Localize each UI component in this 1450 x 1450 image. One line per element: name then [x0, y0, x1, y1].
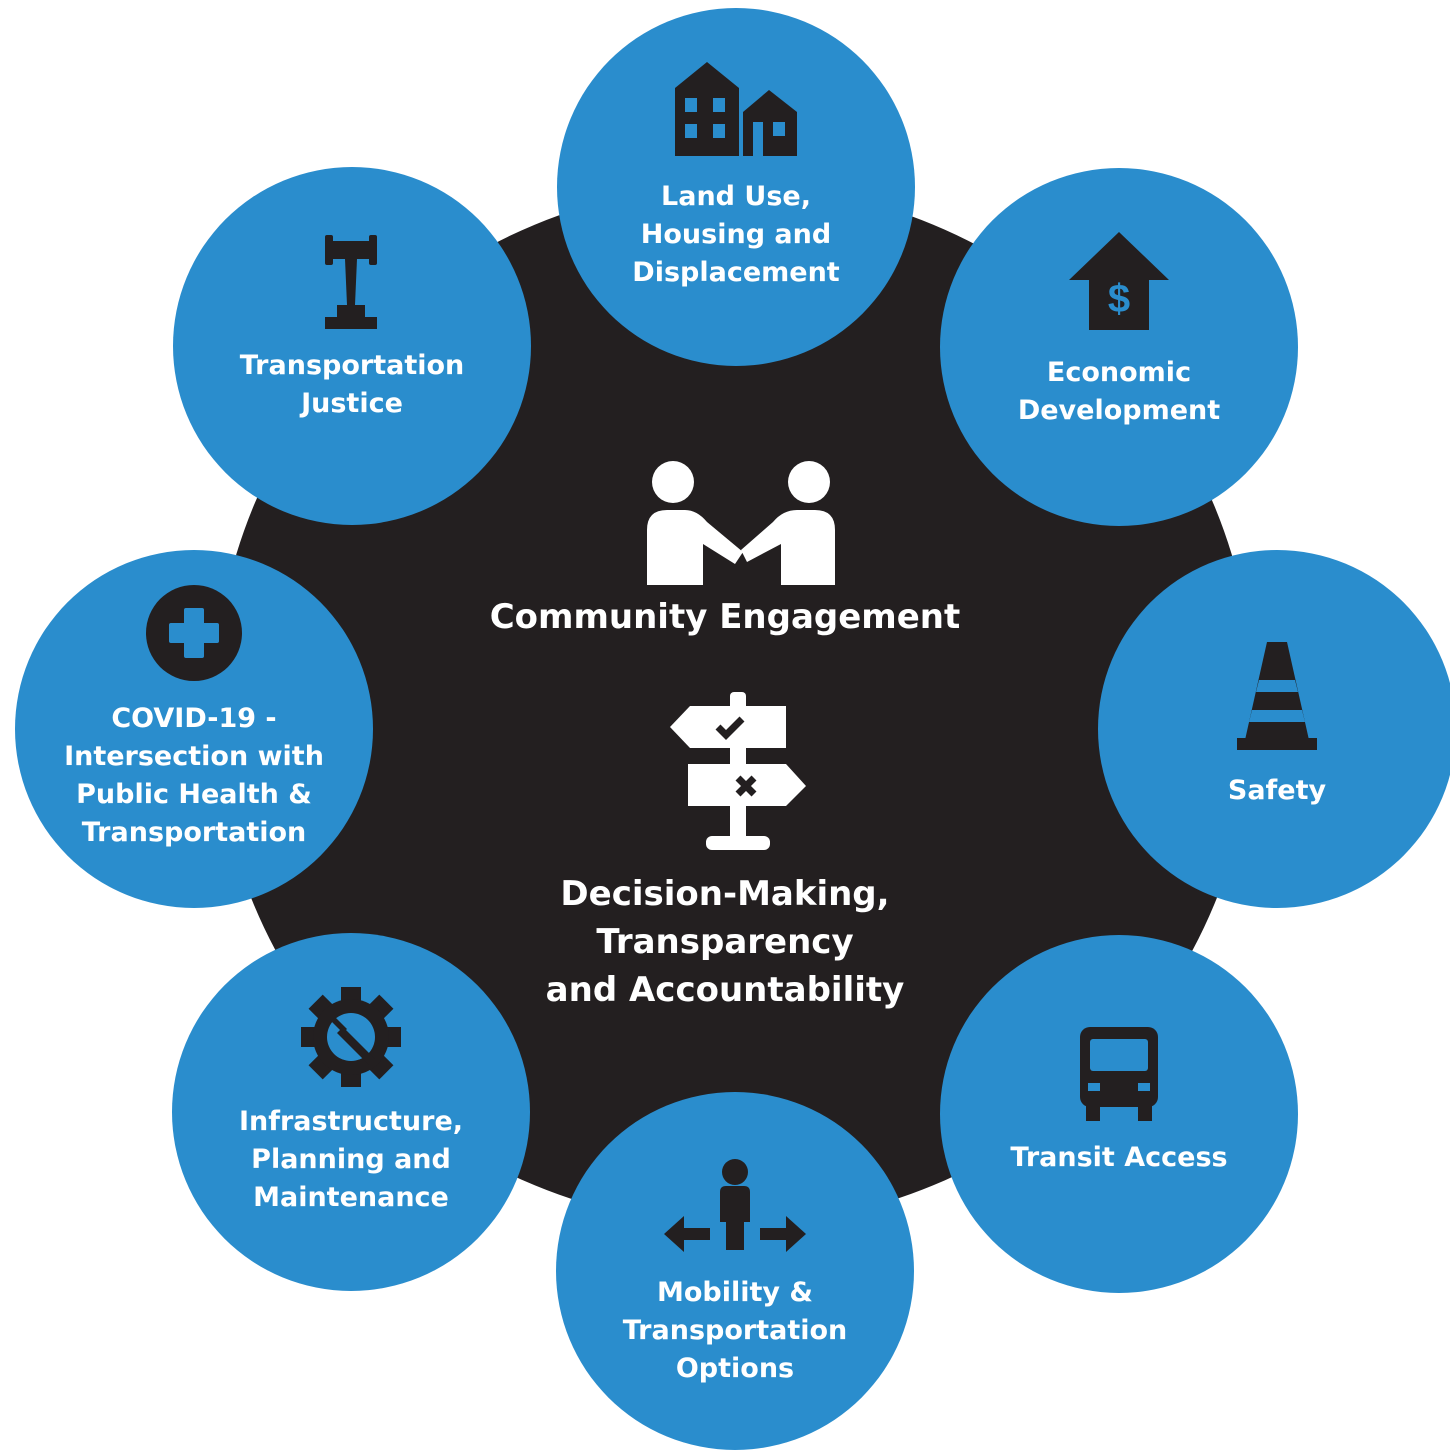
node-label: Transportation Justice: [239, 350, 465, 419]
traffic-cone-icon: [1237, 642, 1317, 750]
node-transit-access: Transit Access: [940, 935, 1298, 1293]
node-label: COVID-19 - Intersection with Public Heal…: [64, 703, 324, 848]
node-label: Land Use, Housing and Displacement: [632, 181, 840, 288]
node-land-use: Land Use, Housing and Displacement: [557, 8, 915, 366]
houses-icon: [675, 62, 797, 156]
medical-cross-icon: [146, 585, 242, 681]
gear-wrench-icon: [301, 987, 401, 1087]
bus-icon: [1080, 1027, 1158, 1121]
community-engagement-label: Community Engagement: [489, 597, 961, 637]
node-economic-development: $ Economic Development: [940, 168, 1298, 526]
node-safety: Safety: [1098, 550, 1450, 908]
gavel-icon: [325, 235, 377, 329]
node-infrastructure: Infrastructure, Planning and Maintenance: [172, 933, 530, 1291]
node-label: Transit Access: [1010, 1142, 1228, 1173]
house-dollar-icon: $: [1069, 232, 1169, 330]
node-label: Mobility & Transportation Options: [622, 1277, 848, 1384]
signpost-icon: [670, 692, 806, 850]
node-label: Infrastructure, Planning and Maintenance: [238, 1106, 464, 1213]
node-covid: COVID-19 - Intersection with Public Heal…: [15, 550, 373, 908]
node-label: Safety: [1227, 775, 1327, 806]
node-transportation-justice: Transportation Justice: [173, 167, 531, 525]
handshake-people-icon: [647, 461, 835, 585]
svg-text:$: $: [1108, 277, 1130, 321]
node-label: Economic Development: [1017, 357, 1221, 426]
node-mobility: Mobility & Transportation Options: [556, 1092, 914, 1450]
person-arrows-icon: [664, 1159, 806, 1252]
decision-making-label: Decision-Making, Transparency and Accoun…: [545, 874, 905, 1010]
